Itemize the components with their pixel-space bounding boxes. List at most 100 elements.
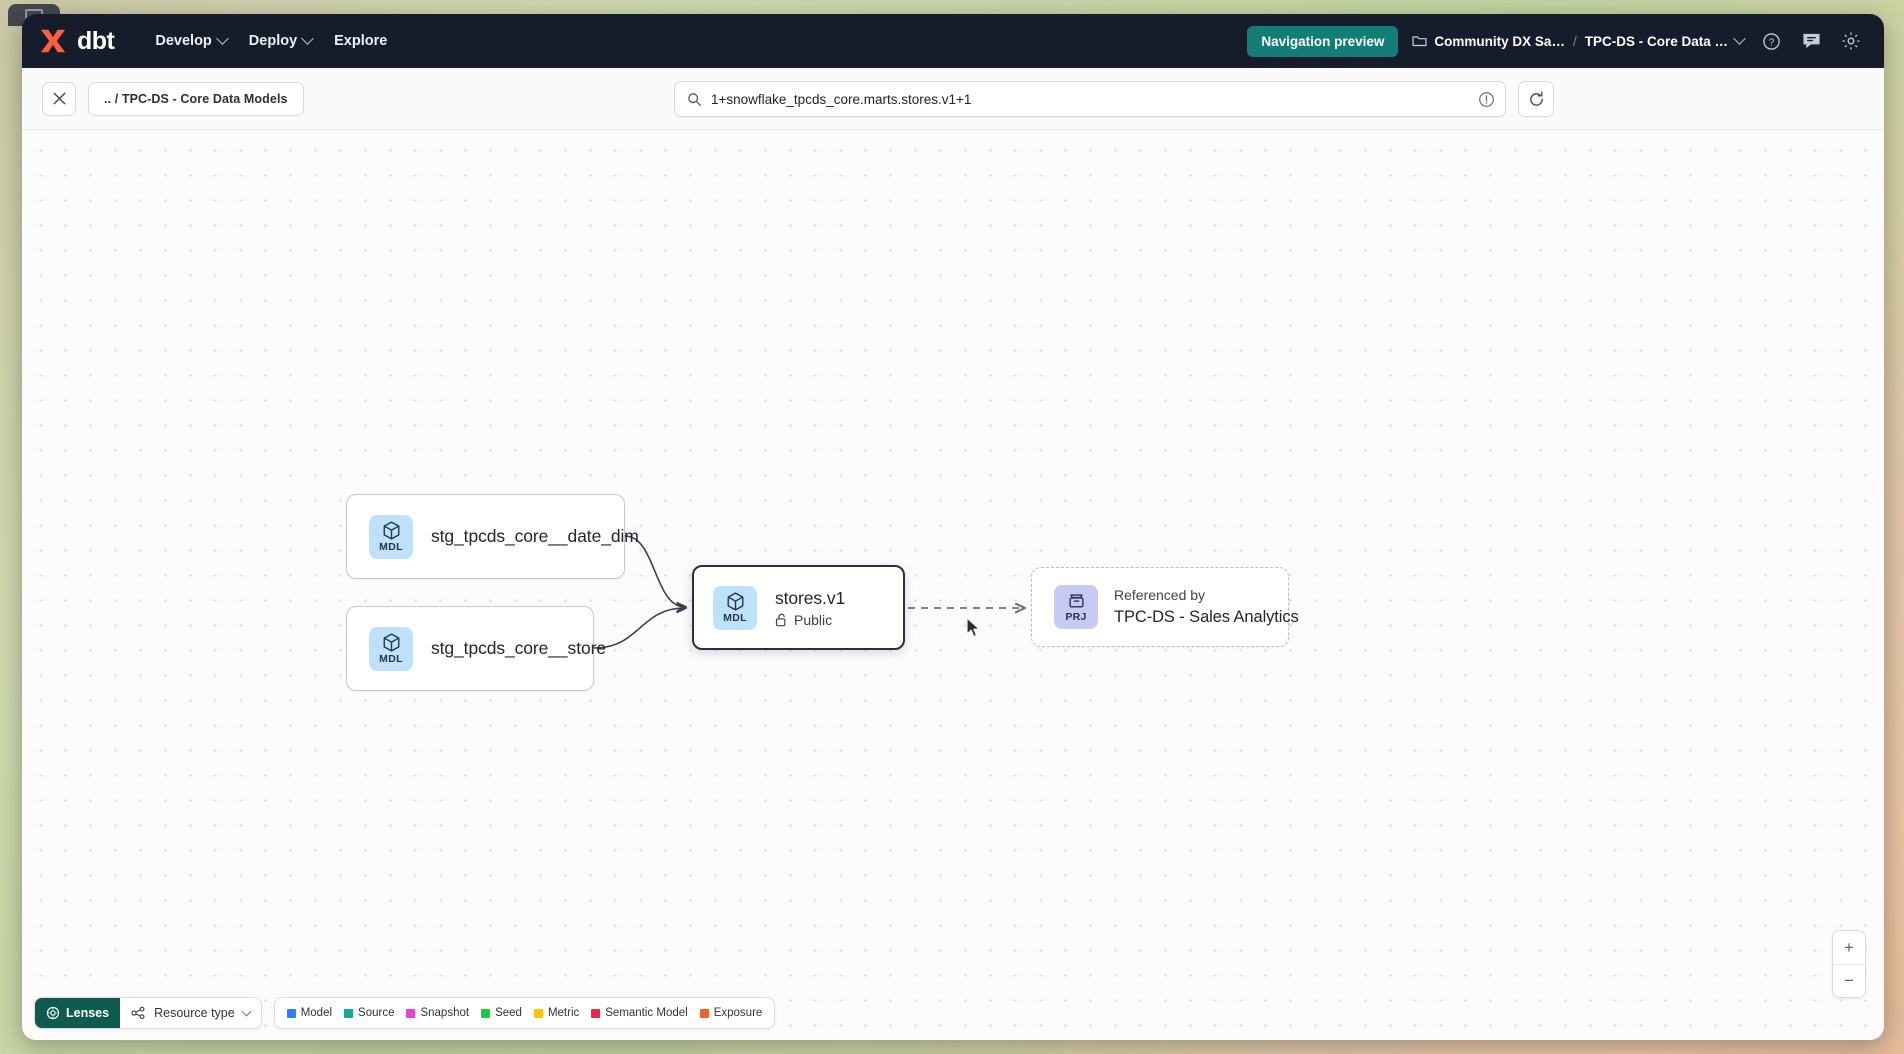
chevron-down-icon: [1733, 32, 1746, 45]
legend-label: Snapshot: [420, 1007, 469, 1019]
graph-node-referenced-by-project[interactable]: PRJ Referenced by TPC-DS - Sales Analyti…: [1031, 567, 1289, 647]
node-text-block: stg_tpcds_core__date_dim: [431, 526, 639, 547]
lineage-edges: [22, 130, 1884, 1040]
lineage-search-field[interactable]: [674, 81, 1506, 117]
legend-item: Snapshot: [406, 1007, 469, 1019]
brand-wordmark: dbt: [77, 29, 114, 54]
breadcrumb-project[interactable]: TPC-DS - Core Data …: [1585, 34, 1744, 49]
nav-item-explore-label: Explore: [334, 33, 387, 49]
nav-item-deploy-label: Deploy: [249, 33, 297, 49]
dbt-x-logo-icon: [38, 27, 68, 55]
node-text-block: stores.v1 Public: [775, 588, 845, 628]
edge-store-to-stores: [594, 608, 685, 648]
node-badge-model: MDL: [369, 515, 413, 559]
nodes-icon: [131, 1006, 146, 1020]
lenses-label: Lenses: [66, 1006, 109, 1020]
breadcrumb-account[interactable]: Community DX Sa…: [1412, 34, 1565, 49]
legend-swatch-snapshot: [406, 1009, 415, 1018]
node-text-block: Referenced by TPC-DS - Sales Analytics: [1114, 587, 1299, 627]
refresh-lineage-button[interactable]: [1518, 81, 1554, 117]
graph-node-stores-v1[interactable]: MDL stores.v1 Public: [692, 565, 905, 650]
info-icon[interactable]: [1478, 91, 1495, 108]
node-text-block: stg_tpcds_core__store: [431, 638, 606, 659]
legend-item: Semantic Model: [591, 1007, 687, 1019]
lens-icon: [46, 1006, 60, 1020]
node-access-label: Public: [794, 612, 832, 628]
search-input[interactable]: [702, 92, 1478, 107]
legend-item: Metric: [534, 1007, 579, 1019]
node-access-row: Public: [775, 612, 845, 628]
node-badge-label: PRJ: [1065, 612, 1086, 623]
breadcrumb-separator: /: [1573, 34, 1577, 49]
resource-type-label: Resource type: [154, 1006, 235, 1020]
node-badge-label: MDL: [379, 542, 403, 553]
graph-node-stg-store[interactable]: MDL stg_tpcds_core__store: [346, 606, 594, 691]
node-badge-project: PRJ: [1054, 585, 1098, 629]
nav-item-develop[interactable]: Develop: [144, 26, 237, 56]
nav-item-deploy[interactable]: Deploy: [238, 26, 323, 56]
unlock-icon: [775, 613, 788, 627]
lineage-toolbar: .. / TPC-DS - Core Data Models: [22, 68, 1884, 130]
legend-swatch-seed: [481, 1009, 490, 1018]
breadcrumb-account-label: Community DX Sa…: [1434, 34, 1565, 49]
dbt-explore-window: dbt Develop Deploy Explore Navigation pr…: [22, 14, 1884, 1040]
node-title: stg_tpcds_core__date_dim: [431, 526, 639, 547]
chevron-down-icon: [301, 32, 314, 45]
legend-label: Seed: [495, 1007, 522, 1019]
refresh-icon: [1528, 91, 1545, 108]
lineage-graph-canvas[interactable]: MDL stg_tpcds_core__date_dim MDL: [22, 130, 1884, 1040]
node-badge-model: MDL: [369, 627, 413, 671]
project-stack-icon: [1066, 592, 1087, 611]
legend-swatch-model: [287, 1009, 296, 1018]
legend-swatch-source: [344, 1009, 353, 1018]
close-icon: [52, 91, 67, 106]
search-icon: [687, 92, 702, 107]
legend-swatch-semantic-model: [591, 1009, 600, 1018]
navigation-preview-button[interactable]: Navigation preview: [1247, 26, 1398, 57]
resource-type-filter[interactable]: Resource type: [120, 998, 261, 1028]
feedback-icon[interactable]: [1798, 28, 1824, 54]
node-title: stores.v1: [775, 588, 845, 609]
chevron-down-icon: [216, 32, 229, 45]
legend-label: Source: [358, 1007, 394, 1019]
legend-label: Model: [301, 1007, 332, 1019]
nav-item-explore[interactable]: Explore: [323, 26, 398, 56]
legend-item: Seed: [481, 1007, 522, 1019]
node-title: TPC-DS - Sales Analytics: [1114, 608, 1299, 627]
cube-icon: [381, 632, 402, 653]
node-badge-label: MDL: [723, 613, 747, 624]
node-eyebrow: Referenced by: [1114, 587, 1299, 603]
folder-icon: [1412, 35, 1427, 47]
svg-text:?: ?: [1768, 37, 1774, 48]
legend-item: Model: [287, 1007, 332, 1019]
graph-node-stg-date-dim[interactable]: MDL stg_tpcds_core__date_dim: [346, 494, 625, 579]
legend-label: Exposure: [714, 1007, 763, 1019]
lenses-button[interactable]: Lenses: [35, 998, 120, 1028]
legend-label: Metric: [548, 1007, 579, 1019]
nav-item-develop-label: Develop: [155, 33, 211, 49]
resource-type-legend: Model Source Snapshot Seed: [274, 997, 776, 1029]
zoom-controls: + −: [1832, 930, 1866, 998]
legend-item: Source: [344, 1007, 394, 1019]
chevron-down-icon: [241, 1006, 251, 1016]
legend-item: Exposure: [700, 1007, 763, 1019]
settings-gear-icon[interactable]: [1838, 28, 1864, 54]
zoom-in-button[interactable]: +: [1833, 931, 1865, 964]
legend-label: Semantic Model: [605, 1007, 687, 1019]
node-title: stg_tpcds_core__store: [431, 638, 606, 659]
breadcrumb-path-chip[interactable]: .. / TPC-DS - Core Data Models: [88, 82, 304, 116]
cube-icon: [725, 591, 746, 612]
legend-swatch-metric: [534, 1009, 543, 1018]
breadcrumb: Community DX Sa… / TPC-DS - Core Data …: [1412, 34, 1744, 49]
breadcrumb-project-label: TPC-DS - Core Data …: [1585, 34, 1728, 49]
cube-icon: [381, 520, 402, 541]
legend-swatch-exposure: [700, 1009, 709, 1018]
node-badge-model: MDL: [713, 586, 757, 630]
brand-logo[interactable]: dbt: [38, 27, 114, 55]
node-badge-label: MDL: [379, 654, 403, 665]
zoom-out-button[interactable]: −: [1833, 964, 1865, 997]
top-navigation-bar: dbt Develop Deploy Explore Navigation pr…: [22, 14, 1884, 68]
help-icon[interactable]: ?: [1758, 28, 1784, 54]
close-lineage-button[interactable]: [42, 82, 76, 116]
